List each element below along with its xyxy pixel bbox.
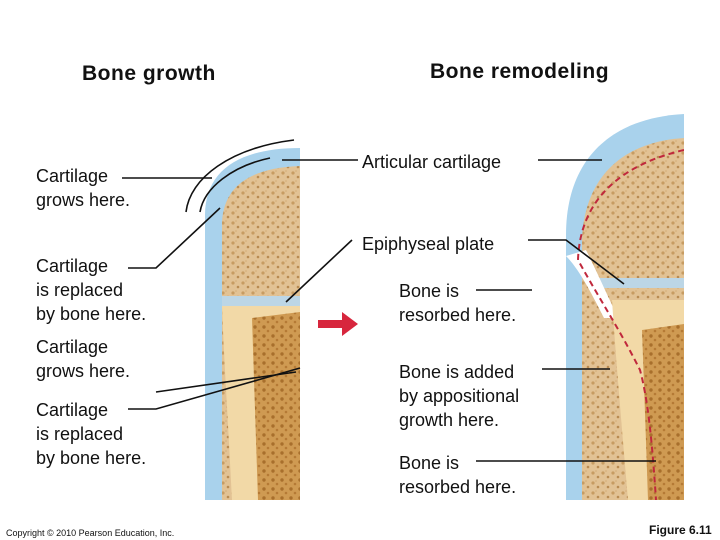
growing-bone-marrow-cavity xyxy=(252,312,300,500)
title-bone-remodeling: Bone remodeling xyxy=(430,60,610,83)
label-cartilage-replaced-1: Cartilage is replaced by bone here. xyxy=(36,256,147,324)
label-cartilage-replaced-2: Cartilage is replaced by bone here. xyxy=(36,400,147,468)
leader-epiphyseal xyxy=(528,239,625,285)
label-bone-resorbed-2: Bone is resorbed here. xyxy=(399,453,517,497)
growing-bone-illustration xyxy=(205,148,300,500)
transition-arrow xyxy=(318,312,358,336)
growth-arc-inner xyxy=(199,157,271,213)
leader-cartilage-replaced-2 xyxy=(128,367,301,410)
label-bone-added: Bone is added by appositional growth her… xyxy=(399,362,520,430)
remodeling-bone-epiphyseal-plate xyxy=(590,278,684,288)
label-cartilage-grows-2: Cartilage grows here. xyxy=(36,337,131,381)
remodeling-bone-dashed-outline xyxy=(576,149,684,500)
label-epiphyseal-plate: Epiphyseal plate xyxy=(362,234,495,254)
remodeling-bone-marrow-cavity xyxy=(642,324,684,500)
leader-cartilage-replaced-1 xyxy=(128,207,221,269)
label-cartilage-grows-1: Cartilage grows here. xyxy=(36,166,131,210)
growth-arc-outer xyxy=(185,139,295,213)
label-bone-resorbed-1: Bone is resorbed here. xyxy=(399,281,517,325)
copyright-text: Copyright © 2010 Pearson Education, Inc. xyxy=(6,528,175,538)
label-articular-cartilage: Articular cartilage xyxy=(362,152,502,172)
leader-cartilage-to-bone-center xyxy=(285,239,353,303)
figure-label: Figure 6.11 xyxy=(649,523,712,537)
title-bone-growth: Bone growth xyxy=(82,62,216,85)
growing-bone-epiphyseal-plate xyxy=(222,296,300,306)
remodeling-bone-illustration xyxy=(566,114,684,500)
